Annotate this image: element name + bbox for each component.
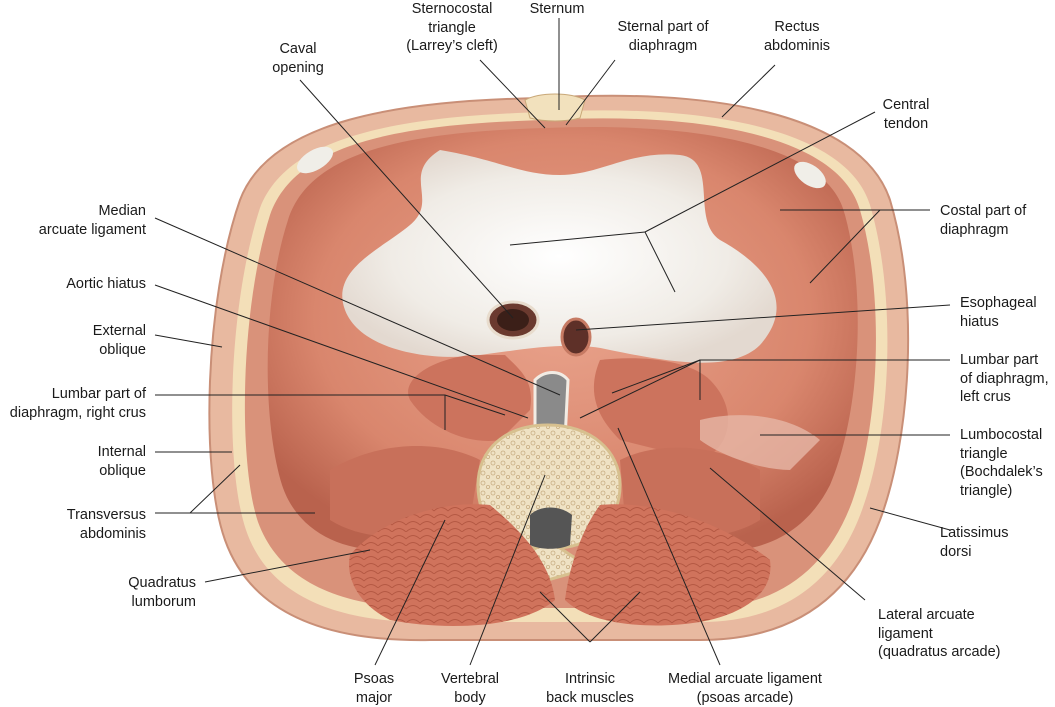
right-crus bbox=[408, 355, 531, 441]
label-costal-part: Costal part of diaphragm bbox=[940, 203, 1027, 238]
caval-opening-inner bbox=[497, 309, 529, 331]
costal-cartilage-right bbox=[794, 161, 826, 189]
label-external-oblique: External oblique bbox=[92, 323, 146, 358]
label-sternocostal-triangle: Sternocostal triangle (Larrey’s cleft) bbox=[406, 1, 498, 54]
central-tendon bbox=[342, 150, 777, 363]
back-muscles-left bbox=[565, 504, 771, 626]
label-rectus-abdominis: Rectus abdominis bbox=[763, 19, 831, 54]
lumbocostal-triangle bbox=[700, 415, 820, 470]
left-crus bbox=[593, 358, 729, 460]
label-aortic-hiatus: Aortic hiatus bbox=[66, 276, 146, 292]
label-intrinsic-back-muscles: Intrinsic back muscles bbox=[546, 671, 634, 706]
label-lumbocostal-triangle: Lumbocostal triangle (Bochdalek’s triang… bbox=[960, 427, 1043, 499]
label-medial-arcuate-ligament: Medial arcuate ligament (psoas arcade) bbox=[668, 671, 822, 706]
label-transversus-abdominis: Transversus abdominis bbox=[66, 507, 146, 542]
label-internal-oblique: Internal oblique bbox=[97, 444, 146, 479]
esophageal-hiatus bbox=[560, 317, 592, 357]
label-lumbar-part-left: Lumbar part of diaphragm, left crus bbox=[960, 352, 1049, 405]
label-lumbar-part-right: Lumbar part of diaphragm, right crus bbox=[9, 386, 146, 421]
costal-cartilage-left bbox=[296, 146, 334, 174]
label-psoas-major: Psoas major bbox=[353, 671, 395, 706]
label-vertebral-body: Vertebral body bbox=[440, 671, 500, 706]
label-sternal-part: Sternal part of diaphragm bbox=[617, 19, 709, 54]
back-muscles-right bbox=[349, 504, 555, 626]
spinal-canal bbox=[530, 507, 572, 549]
label-quadratus-lumborum: Quadratus lumborum bbox=[128, 575, 196, 610]
label-caval-opening: Caval opening bbox=[272, 41, 324, 76]
label-median-arcuate-ligament: Median arcuate ligament bbox=[38, 203, 146, 238]
sternum bbox=[524, 93, 586, 122]
label-central-tendon: Central tendon bbox=[882, 97, 930, 132]
label-lateral-arcuate-ligament: Lateral arcuate ligament (quadratus arca… bbox=[878, 607, 1001, 660]
label-latissimus-dorsi: Latissimus dorsi bbox=[940, 525, 1009, 560]
leader-lines bbox=[154, 18, 951, 666]
label-sternum: Sternum bbox=[529, 1, 585, 17]
label-esophageal-hiatus: Esophageal hiatus bbox=[960, 295, 1037, 330]
